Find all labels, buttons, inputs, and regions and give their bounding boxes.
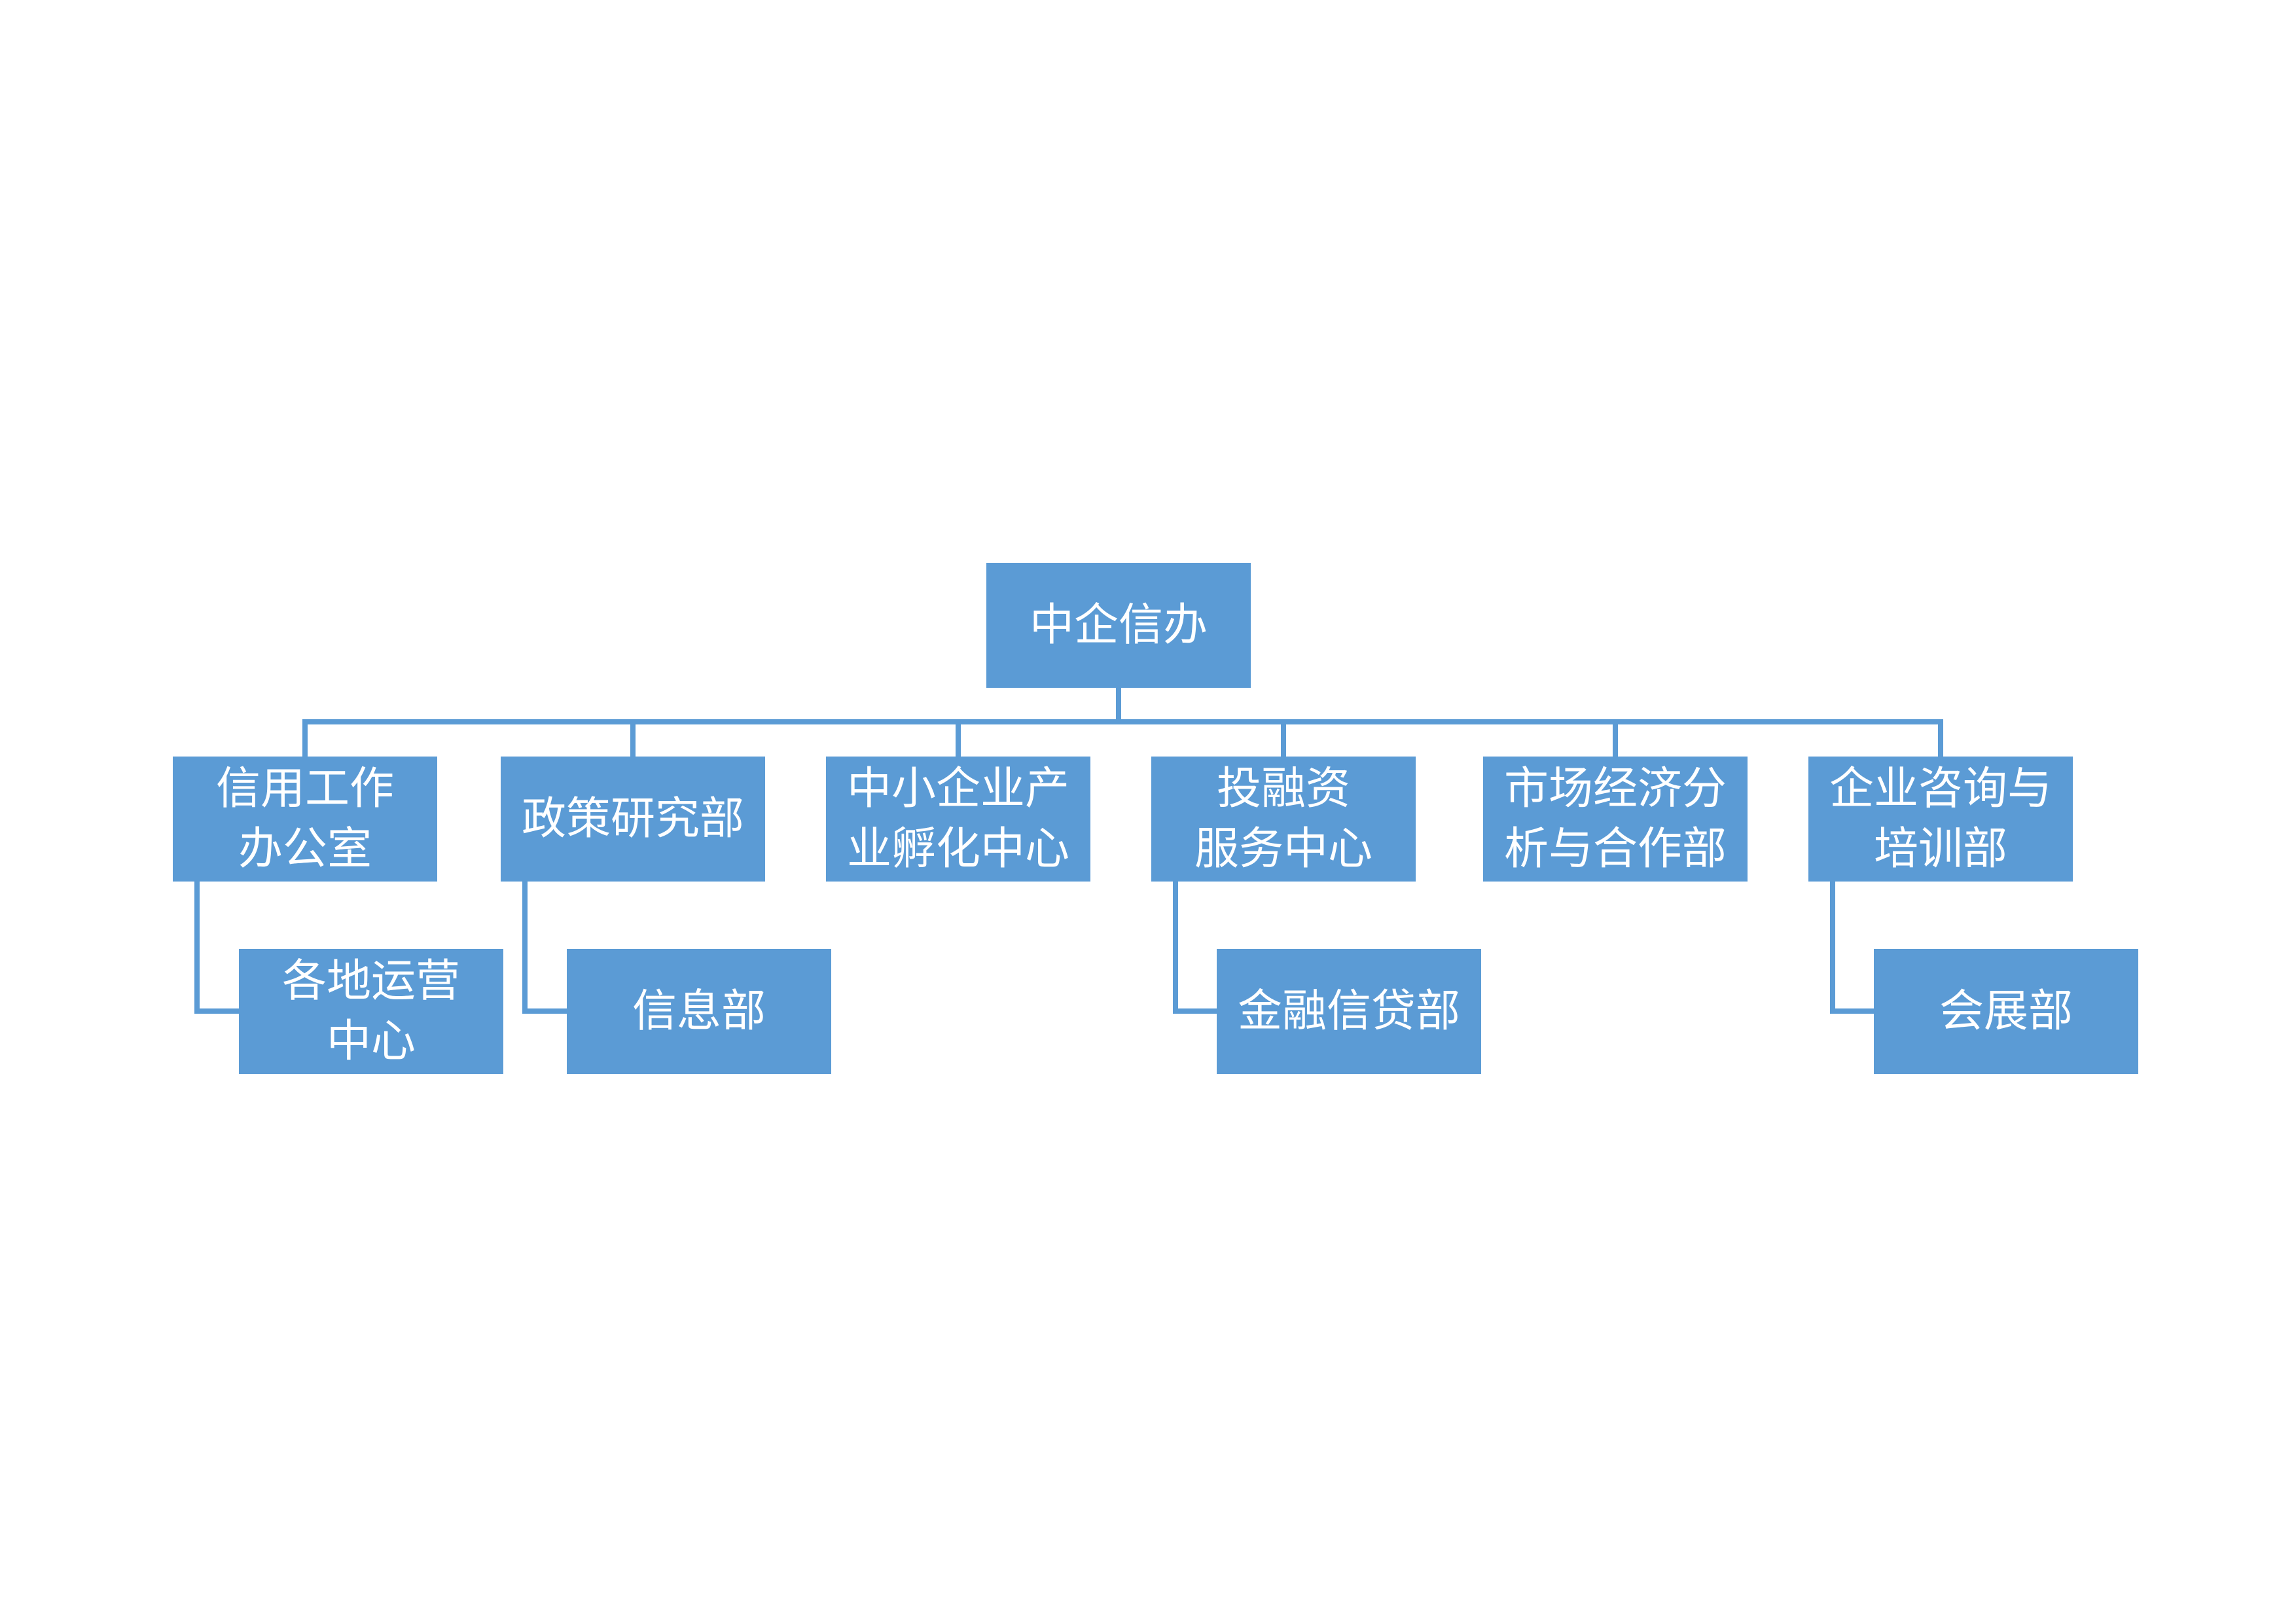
dept-credit-office: 信用工作 办公室 xyxy=(173,757,437,882)
dept-market-analysis: 市场经济分 析与合作部 xyxy=(1483,757,1748,882)
root-node: 中企信办 xyxy=(986,563,1251,688)
connector-sub-4 xyxy=(1173,879,1219,1014)
sub-information: 信息部 xyxy=(567,949,831,1074)
sub-financial-credit: 金融信贷部 xyxy=(1217,949,1481,1074)
connector-sub-2 xyxy=(522,879,569,1014)
dept-investment-financing: 投融资 服务中心 xyxy=(1151,757,1416,882)
sub-regional-operations: 各地运营 中心 xyxy=(239,949,503,1074)
dept-consulting-training: 企业咨询与 培训部 xyxy=(1808,757,2073,882)
connector-sub-6 xyxy=(1830,879,1876,1014)
sub-exhibition: 会展部 xyxy=(1874,949,2138,1074)
dept-policy-research: 政策研究部 xyxy=(501,757,765,882)
connector-sub-1 xyxy=(194,879,242,1014)
dept-sme-incubation: 中小企业产 业孵化中心 xyxy=(826,757,1090,882)
